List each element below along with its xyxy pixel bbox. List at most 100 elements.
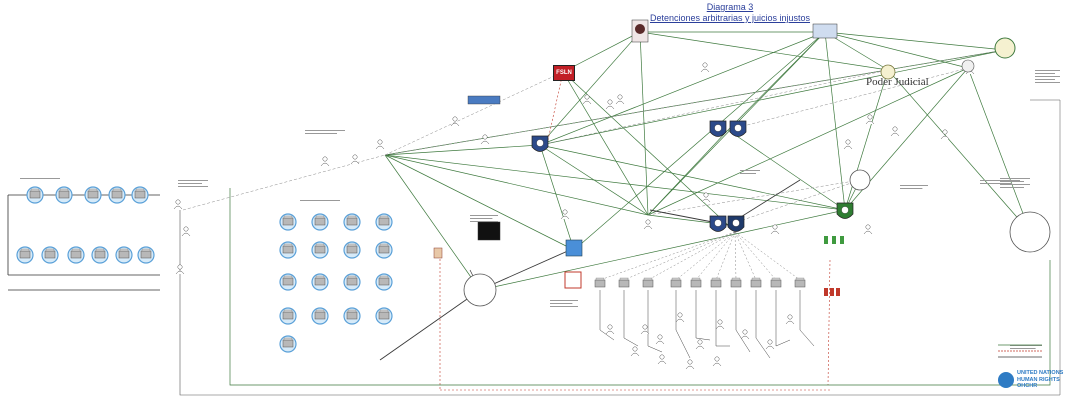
person-icon (562, 209, 568, 215)
fan-link (734, 231, 777, 281)
detention-center-icon (44, 250, 56, 259)
hub-circle (1009, 211, 1051, 253)
emblem-icon (994, 37, 1016, 59)
person-link (735, 290, 751, 353)
detention-center-icon (111, 190, 123, 199)
label-text-block (178, 186, 208, 187)
detention-center-icon-roof (347, 275, 357, 279)
legend-box (996, 340, 1044, 362)
person-icon (687, 359, 693, 365)
green-link (573, 31, 826, 251)
detention-center-icon (378, 277, 390, 286)
person-link (647, 290, 663, 353)
green-link (824, 31, 889, 71)
person-icon-body (320, 162, 330, 167)
person-icon (352, 154, 358, 160)
person-icon (942, 129, 948, 135)
green-link (562, 71, 729, 226)
label-text-block (1000, 187, 1024, 188)
detention-center-icon-roof (283, 337, 293, 341)
dashed-link (727, 179, 861, 226)
person-icon-body (865, 120, 875, 125)
poder-judicial-label: Poder Judicial (866, 76, 929, 88)
person-icon-body (765, 345, 775, 350)
green-link (824, 31, 846, 211)
detention-center-icon-roof (59, 188, 69, 192)
person-icon-body (605, 330, 615, 335)
person-icon (183, 226, 189, 232)
green-link (639, 31, 889, 71)
army-shield-icon-emblem (841, 206, 849, 214)
group-figure-green (832, 236, 836, 244)
detention-center-icon-roof (315, 275, 325, 279)
person-icon (657, 334, 663, 340)
label-text-block (1035, 79, 1055, 80)
detention-center-icon-roof (347, 215, 357, 219)
dark-link (479, 249, 571, 291)
label-text-block (1010, 348, 1036, 349)
detention-center-icon (87, 190, 99, 199)
label-text-block (740, 173, 756, 174)
person-icon-body (175, 270, 185, 275)
green-link (887, 69, 1031, 233)
person-icon-body (615, 100, 625, 105)
fan-link (695, 231, 736, 281)
person-icon (865, 224, 871, 230)
person-icon-body (181, 232, 191, 237)
detention-center-icon (346, 311, 358, 320)
detention-center-icon-roof (315, 309, 325, 313)
detention-center-icon (282, 311, 294, 320)
detention-center-icon (378, 245, 390, 254)
label-text-block (470, 215, 498, 216)
legend-lines (998, 344, 1042, 358)
detention-center-icon-roof (671, 277, 681, 281)
detention-center-icon (594, 279, 606, 288)
person-icon (322, 156, 328, 162)
detention-center-icon-roof (771, 277, 781, 281)
green-link (967, 67, 1031, 233)
house-icon (564, 271, 582, 289)
person-icon-body (655, 340, 665, 345)
detention-center-icon (710, 279, 722, 288)
detention-center-icon-roof (283, 215, 293, 219)
detention-center-icon (750, 279, 762, 288)
detention-center-icon (346, 217, 358, 226)
person-icon (177, 264, 183, 270)
un-logo-text: UNITED NATIONS HUMAN RIGHTS OHCHR (1017, 370, 1063, 390)
detention-center-icon (346, 245, 358, 254)
detention-center-icon-roof (119, 248, 129, 252)
detention-center-icon-roof (71, 248, 81, 252)
detention-center-icon (94, 250, 106, 259)
fan-link (734, 231, 801, 281)
label-text-block (178, 180, 208, 181)
detention-center-icon (314, 311, 326, 320)
person-link (799, 290, 815, 347)
person-link (675, 290, 691, 359)
group-figure-red (824, 288, 828, 296)
label-text-block (1000, 178, 1030, 179)
person-icon (742, 329, 748, 335)
person-icon (772, 224, 778, 230)
un-line-3: OHCHR (1017, 383, 1038, 389)
green-link (384, 154, 846, 211)
person-icon (892, 126, 898, 132)
green-link (647, 129, 729, 216)
green-link (539, 31, 641, 146)
person-icon-body (480, 140, 490, 145)
person-icon (714, 356, 720, 362)
detention-center-icon-roof (45, 248, 55, 252)
detention-center-icon (314, 217, 326, 226)
person-icon-body (643, 225, 653, 230)
person-icon-body (685, 365, 695, 370)
detention-center-icon (58, 190, 70, 199)
person-icon (482, 134, 488, 140)
detention-center-icon (282, 339, 294, 348)
person-icon (607, 99, 613, 105)
group-figure-green (824, 236, 828, 244)
detention-center-icon (730, 279, 742, 288)
person-link (623, 290, 639, 347)
label-text-block (980, 183, 1012, 184)
person-icon (867, 114, 873, 120)
un-human-rights-logo: UNITED NATIONS HUMAN RIGHTS OHCHR (998, 368, 1072, 396)
